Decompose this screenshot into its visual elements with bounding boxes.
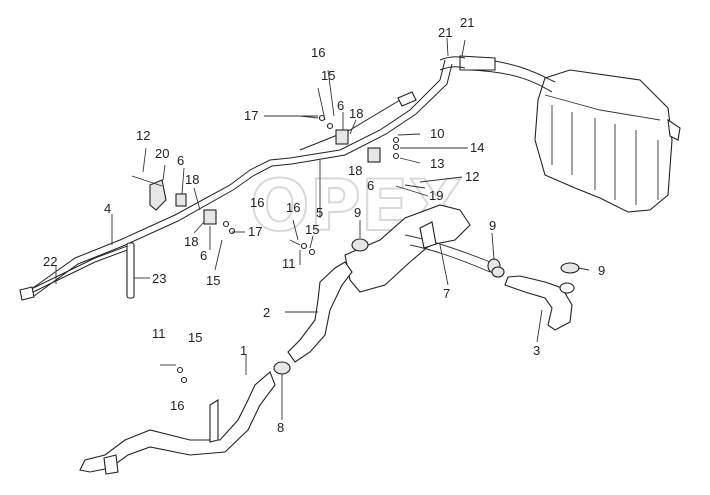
clamp-8 — [273, 361, 291, 375]
callout-16b: 16 — [250, 195, 264, 210]
callout-3: 3 — [533, 343, 540, 358]
bracket-20 — [131, 175, 167, 211]
pipe-4 — [19, 244, 131, 301]
callout-7: 7 — [443, 286, 450, 301]
callout-16a: 16 — [311, 45, 325, 60]
callout-12a: 12 — [136, 128, 150, 143]
part-23 — [126, 242, 135, 299]
callout-17b: 17 — [248, 224, 262, 239]
expansion-tank — [534, 69, 681, 213]
callout-18c: 18 — [184, 234, 198, 249]
callout-18a: 18 — [349, 106, 363, 121]
callout-11a: 11 — [282, 256, 296, 271]
callout-8: 8 — [277, 420, 284, 435]
callout-1: 1 — [240, 343, 247, 358]
callout-16c: 16 — [286, 200, 300, 215]
callout-9a: 9 — [354, 205, 361, 220]
callout-21a: 21 — [438, 25, 452, 40]
callout-15c: 15 — [206, 273, 220, 288]
callout-6b: 6 — [177, 153, 184, 168]
callout-6d: 6 — [367, 178, 374, 193]
callout-18b: 18 — [185, 172, 199, 187]
callout-20: 20 — [155, 146, 169, 161]
pipe-1 — [79, 371, 276, 475]
callout-6a: 6 — [337, 98, 344, 113]
callout-2: 2 — [263, 305, 270, 320]
callout-11b: 11 — [152, 326, 166, 341]
callout-18d: 18 — [348, 163, 362, 178]
pipe-5 — [29, 59, 453, 297]
callout-16d: 16 — [170, 398, 184, 413]
clamp-9-right — [560, 262, 580, 274]
pipe-3 — [491, 266, 575, 331]
callout-15a: 15 — [321, 68, 335, 83]
callout-17a: 17 — [244, 108, 258, 123]
callout-9b: 9 — [489, 218, 496, 233]
callout-4: 4 — [104, 201, 111, 216]
callout-15d: 15 — [188, 330, 202, 345]
callout-14: 14 — [470, 140, 484, 155]
callout-9c: 9 — [598, 263, 605, 278]
callout-23: 23 — [152, 271, 166, 286]
hose-21 — [439, 55, 556, 93]
callout-10: 10 — [430, 126, 444, 141]
callout-13: 13 — [430, 156, 444, 171]
callout-6c: 6 — [200, 248, 207, 263]
callout-19: 19 — [429, 188, 443, 203]
callout-5: 5 — [316, 205, 323, 220]
pipe-2 — [287, 261, 353, 363]
callout-21b: 21 — [460, 15, 474, 30]
callout-22: 22 — [43, 254, 57, 269]
callout-12b: 12 — [465, 169, 479, 184]
callout-15b: 15 — [305, 222, 319, 237]
leader-lines — [55, 37, 590, 420]
clamps-6-18 — [175, 129, 381, 225]
